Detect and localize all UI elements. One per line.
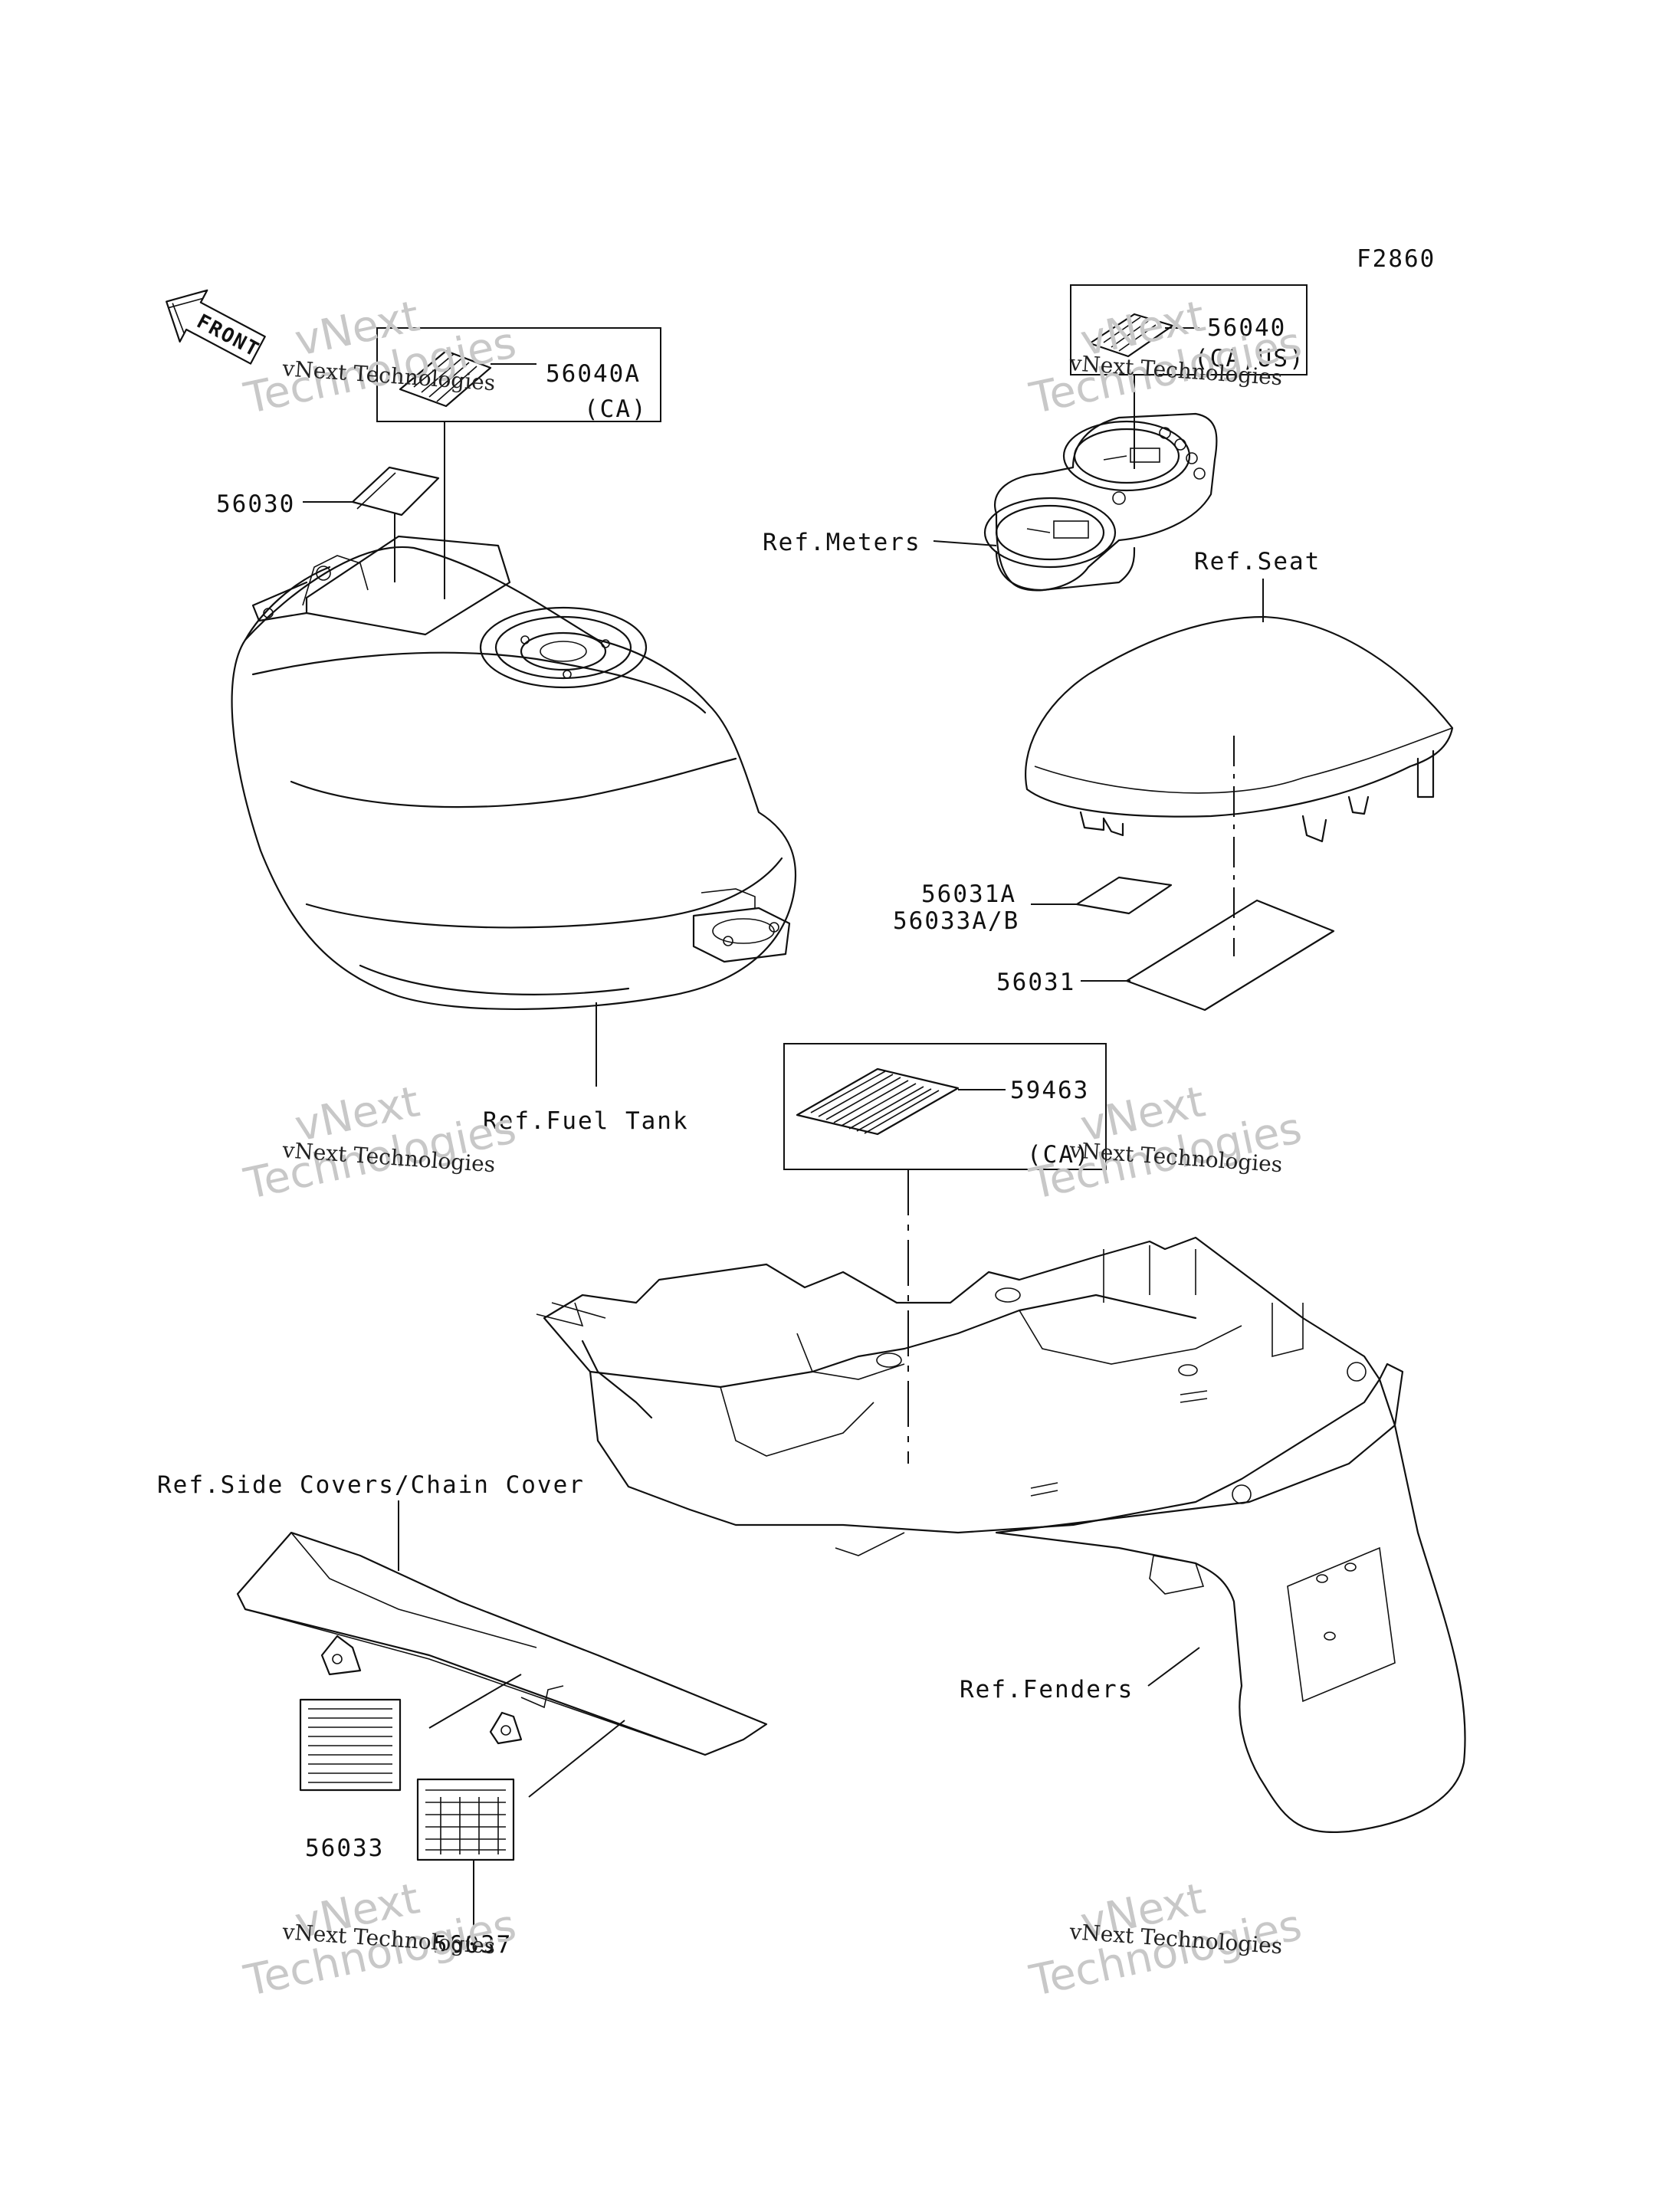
emission-label-icon: [796, 1067, 960, 1136]
callout-56033: 56033: [305, 1835, 384, 1862]
callout-ref-seat: Ref.Seat: [1194, 548, 1321, 575]
watermark-top-left: vNext Technologies: [240, 291, 520, 424]
warning-label-56030-icon: [351, 466, 440, 516]
meter-cluster: [983, 412, 1218, 592]
callout-ref-side-covers: Ref.Side Covers/Chain Cover: [157, 1471, 585, 1499]
callout-ref-fuel-tank: Ref.Fuel Tank: [483, 1107, 689, 1135]
front-arrow-icon: FRONT: [166, 289, 266, 365]
label-box-59463: [783, 1043, 1107, 1170]
label-56031A-icon: [1075, 876, 1173, 915]
callout-ref-fenders: Ref.Fenders: [960, 1676, 1134, 1703]
diagram-code: F2860: [1357, 245, 1436, 273]
caution-label-icon: [399, 349, 492, 408]
callout-56040A-note: (CA): [584, 395, 648, 423]
watermark-mid-left: vNext Technologies: [240, 1077, 520, 1209]
callout-ref-meters: Ref.Meters: [763, 529, 921, 556]
rear-fender-tray: [536, 1236, 1466, 1833]
label-56031-icon: [1125, 899, 1335, 1012]
label-box-56040A: [376, 327, 661, 422]
callout-56030: 56030: [216, 490, 295, 518]
label-56037-icon: [416, 1778, 515, 1861]
callout-56031: 56031: [996, 969, 1075, 996]
label-box-56040: [1070, 284, 1308, 375]
callout-56040-note: (CA,US): [1194, 345, 1305, 372]
callout-56031A: 56031A: [921, 880, 1016, 908]
callout-59463: 59463: [1010, 1077, 1089, 1104]
callout-56037: 56037: [433, 1931, 512, 1959]
label-56033-icon: [299, 1698, 402, 1792]
callout-56040A: 56040A: [546, 360, 641, 388]
callout-59463-note: (CA): [1027, 1141, 1091, 1169]
watermark-top-right: vNext Technologies: [1025, 291, 1306, 424]
seat: [1025, 615, 1454, 843]
caution-label-56040-icon: [1088, 313, 1174, 358]
callout-56033AB: 56033A/B: [893, 907, 1019, 935]
callout-56040: 56040: [1207, 314, 1286, 342]
fuel-tank: [231, 535, 797, 1011]
chain-cover: [236, 1531, 768, 1756]
